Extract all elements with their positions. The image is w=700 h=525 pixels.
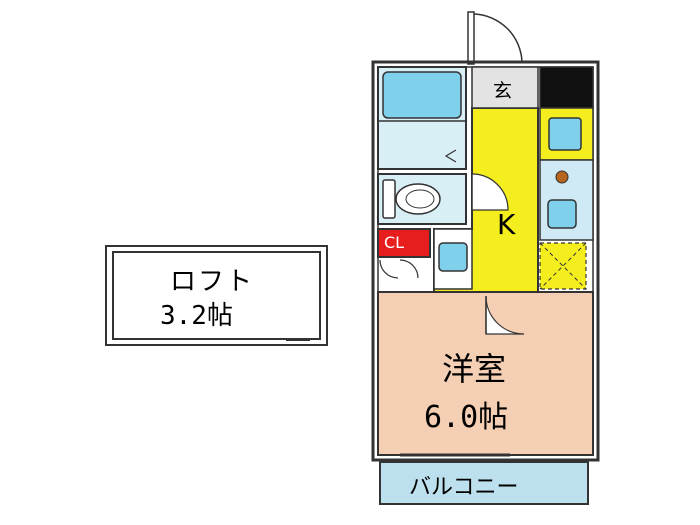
balcony-area: [379, 461, 589, 505]
western-room-size: 6.0帖: [424, 400, 509, 435]
entrance-label: 玄: [493, 80, 513, 102]
entrance-door-swing-icon: [467, 11, 523, 65]
western-room-label: 洋室: [442, 350, 507, 388]
kitchen-label: K: [497, 208, 516, 241]
balcony-label: バルコニー: [409, 475, 519, 500]
closet-area: [377, 228, 431, 258]
shoe-cabinet-icon: [539, 66, 594, 109]
loft-ladder-mark: [286, 338, 310, 341]
washing-machine-icon: [438, 242, 468, 272]
loft-label: ロフト: [170, 267, 255, 297]
loft-size: 3.2帖: [160, 301, 233, 331]
stove-icon: [555, 170, 569, 184]
sink-icon: [548, 117, 582, 151]
bathtub-icon: [382, 71, 462, 119]
outer-wall: [371, 60, 600, 462]
entrance-area: [471, 66, 539, 109]
closet-label: CL: [384, 233, 405, 252]
toilet-icon: [395, 183, 441, 215]
